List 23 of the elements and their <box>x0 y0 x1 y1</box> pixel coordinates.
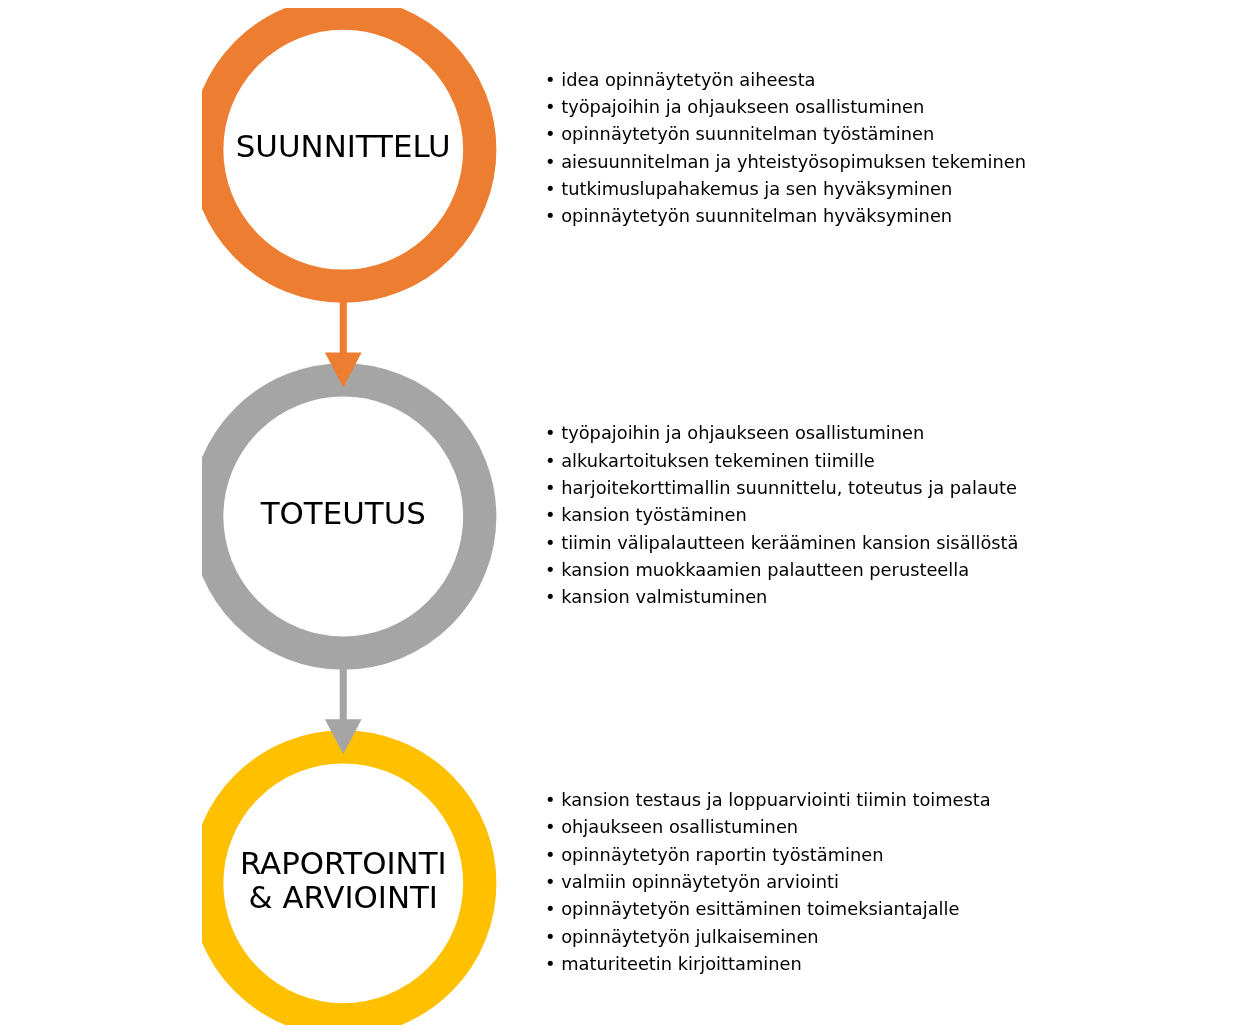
node-label: • valmiin opinnäytetyön arviointi <box>544 871 839 893</box>
node-label: • opinnäytetyön suunnitelman hyväksyminen <box>544 205 952 227</box>
node-label: • kansion työstäminen <box>544 504 747 526</box>
node-label: • idea opinnäytetyön aiheesta <box>544 68 816 90</box>
node-circle: RAPORTOINTI & ARVIOINTI <box>201 730 496 1025</box>
node-label: • tiimin välipalautteen kerääminen kansion sisällöstä <box>544 531 1018 553</box>
node-label: • aiesuunnitelman ja yhteistyösopimuksen tekeminen <box>544 150 1026 172</box>
node-label: • opinnäytetyön raportin työstäminen <box>544 843 884 865</box>
node-label: • opinnäytetyön suunnitelman työstäminen <box>544 123 934 145</box>
node-label: • opinnäytetyön julkaiseminen <box>544 925 819 947</box>
node-label: • kansion muokkaamien palautteen perusteella <box>544 558 969 580</box>
node-label: • maturiteetin kirjoittaminen <box>544 952 802 974</box>
node-label: • työpajoihin ja ohjaukseen osallistuminen <box>544 95 924 117</box>
node-label: • kansion testaus ja loppuarviointi tiimin toimesta <box>544 789 991 811</box>
node-label: • ohjaukseen osallistuminen <box>544 816 798 838</box>
node-label: • opinnäytetyön esittäminen toimeksiantajalle <box>544 898 959 920</box>
node-label: • harjoitekorttimallin suunnittelu, toteutus ja palaute <box>544 476 1017 498</box>
node-label: • alkukartoituksen tekeminen tiimille <box>544 449 875 471</box>
node-circle: TOTEUTUS <box>201 363 496 670</box>
node-label: • kansion valmistuminen <box>544 586 767 608</box>
node-circle: SUUNNITTELU <box>201 8 496 303</box>
node-label: • tutkimuslupahakemus ja sen hyväksyminen <box>544 177 952 199</box>
node-label: • työpajoihin ja ohjaukseen osallistuminen <box>544 422 924 444</box>
